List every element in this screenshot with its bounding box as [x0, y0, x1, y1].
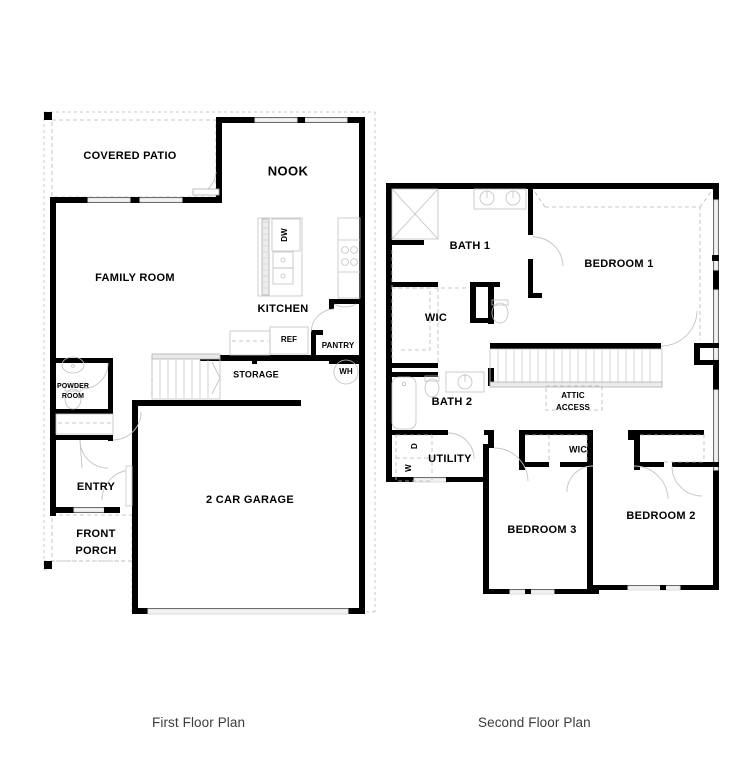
room-label-wic-bedroom3: WIC — [569, 444, 587, 454]
room-label-storage: STORAGE — [233, 369, 279, 379]
second-floor-fixtures — [391, 188, 714, 500]
first-floor-exterior-walls — [50, 117, 365, 615]
second-floor-plan: BATH 1 BEDROOM 1 WIC BATH 2 ATTIC ACCESS… — [386, 183, 719, 595]
room-label-attic-access-line1: ATTIC — [561, 391, 585, 400]
first-floor-labels: COVERED PATIO NOOK FAMILY ROOM KITCHEN P… — [57, 150, 355, 557]
room-label-ref: REF — [281, 335, 297, 344]
room-label-nook: NOOK — [268, 163, 309, 178]
room-label-dishwasher: DW — [280, 228, 289, 242]
room-label-bedroom-2: BEDROOM 2 — [626, 510, 695, 522]
porch-post — [44, 561, 52, 569]
first-floor-caption: First Floor Plan — [152, 715, 246, 730]
room-label-wic-master: WIC — [425, 312, 447, 324]
room-label-entry: ENTRY — [77, 481, 116, 493]
room-label-covered-patio: COVERED PATIO — [83, 150, 176, 162]
room-label-water-heater: WH — [339, 367, 353, 376]
room-label-kitchen: KITCHEN — [258, 303, 309, 315]
room-label-utility: UTILITY — [428, 453, 472, 465]
patio-post — [44, 112, 52, 120]
room-label-front-porch-line2: PORCH — [75, 545, 116, 557]
room-label-front-porch-line1: FRONT — [76, 528, 115, 540]
first-floor-fixtures — [55, 171, 361, 507]
room-label-family-room: FAMILY ROOM — [95, 272, 175, 284]
appliance-label-washer: W — [404, 464, 413, 472]
second-floor-interior-walls — [386, 183, 719, 594]
room-label-powder-room-line2: ROOM — [62, 393, 84, 400]
room-label-bath-1: BATH 1 — [450, 240, 491, 252]
room-label-garage: 2 CAR GARAGE — [206, 494, 294, 506]
first-floor-plan: COVERED PATIO NOOK FAMILY ROOM KITCHEN P… — [43, 111, 376, 615]
room-label-bedroom-1: BEDROOM 1 — [584, 258, 653, 270]
second-floor-caption: Second Floor Plan — [478, 715, 591, 730]
room-label-bedroom-3: BEDROOM 3 — [507, 524, 576, 536]
second-floor-labels: BATH 1 BEDROOM 1 WIC BATH 2 ATTIC ACCESS… — [404, 240, 695, 536]
room-label-powder-room-line1: POWDER — [57, 383, 89, 390]
room-label-attic-access-line2: ACCESS — [556, 403, 591, 412]
appliance-label-dryer: D — [410, 443, 419, 449]
room-label-pantry: PANTRY — [322, 341, 355, 350]
first-floor-interior-walls — [50, 299, 360, 441]
room-label-bath-2: BATH 2 — [432, 396, 473, 408]
second-floor-exterior-walls — [386, 183, 719, 595]
